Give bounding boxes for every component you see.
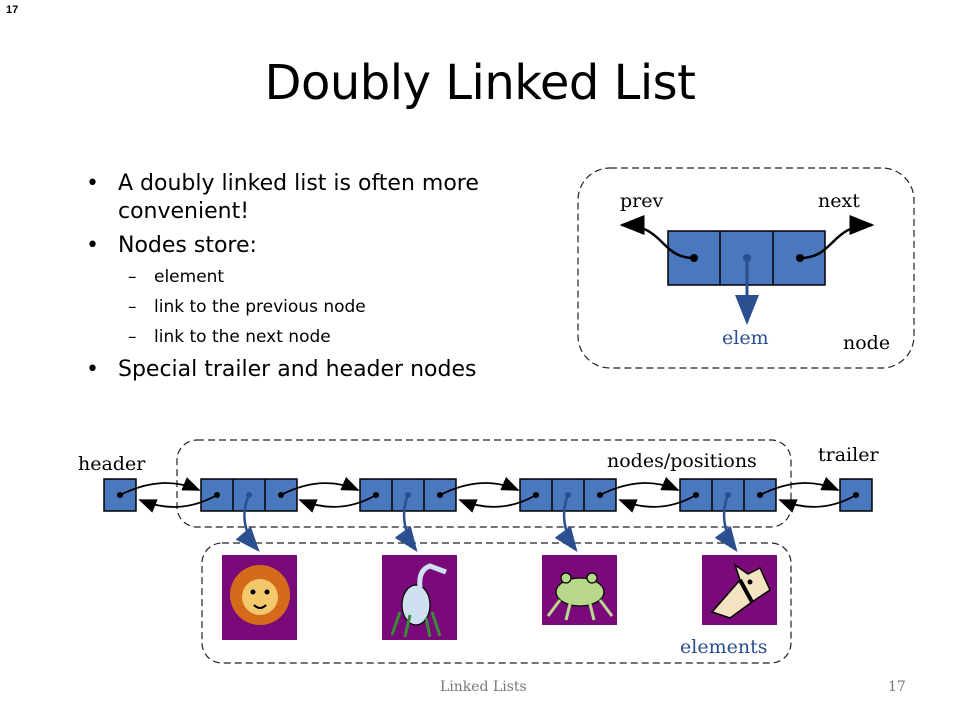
bullet-special-nodes: Special trailer and header nodes (82, 356, 562, 384)
elem-label: elem (722, 327, 769, 349)
nodes-positions-label: nodes/positions (607, 450, 757, 472)
sub-bullet-next-link: link to the next node (82, 326, 562, 348)
trailer-label: trailer (818, 444, 879, 466)
bullet-nodes-store: Nodes store: (82, 232, 562, 260)
bullet-doubly-linked: A doubly linked list is often more conve… (82, 170, 562, 226)
sub-bullet-prev-link: link to the previous node (82, 296, 562, 318)
elements-dashed-frame (201, 542, 792, 664)
list-link-arrows (119, 476, 857, 513)
slide-corner-number: 17 (6, 4, 19, 16)
footer-page-number: 17 (888, 679, 906, 695)
next-arrow (799, 215, 875, 260)
footer-title: Linked Lists (440, 679, 527, 695)
lion-icon (222, 555, 297, 640)
frog-icon (542, 555, 617, 625)
sub-bullet-element: element (82, 266, 562, 288)
element-pointer-arrows (235, 494, 738, 553)
heron-icon (382, 555, 457, 640)
node-label: node (843, 332, 891, 354)
slide-title: Doubly Linked List (264, 55, 696, 111)
elements-label: elements (680, 636, 768, 658)
node-dashed-frame (577, 167, 915, 369)
prev-arrow (619, 215, 695, 260)
prev-label: prev (620, 190, 664, 212)
horse-icon (702, 555, 777, 625)
next-label: next (818, 190, 860, 212)
bullet-list: A doubly linked list is often more conve… (82, 170, 562, 390)
header-label: header (78, 453, 146, 475)
node-diagram (577, 167, 915, 369)
